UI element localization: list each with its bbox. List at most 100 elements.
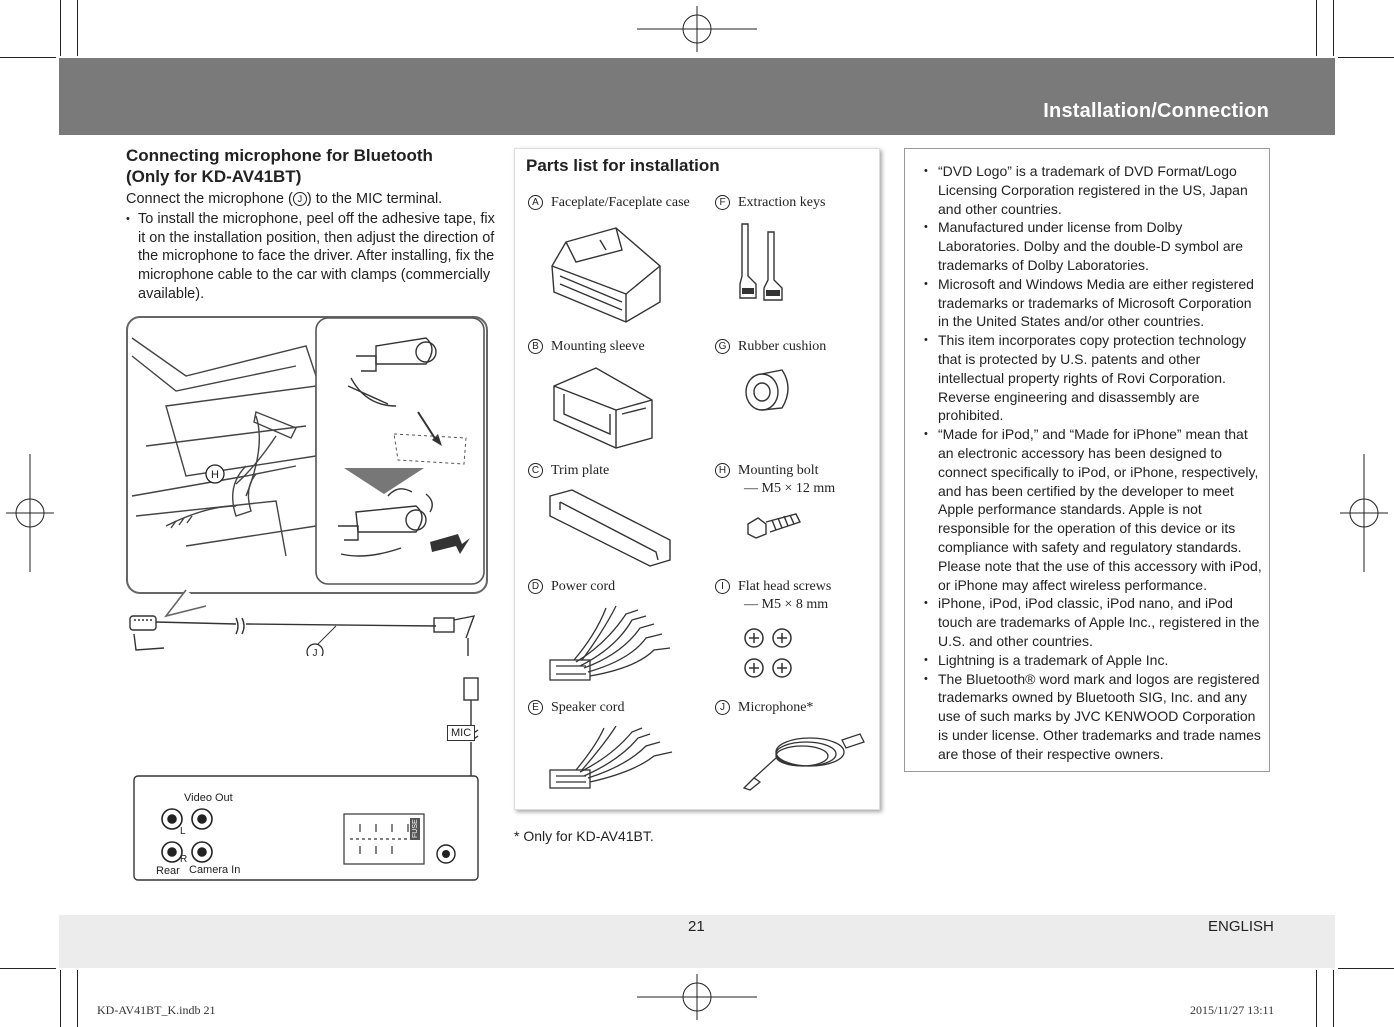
crop-mark [1316, 0, 1317, 56]
power-cord-illustration [549, 605, 671, 681]
part-spec: — M5 × 12 mm [744, 481, 836, 496]
mounting-bolt-illustration [747, 513, 801, 539]
l-label: L [180, 826, 186, 837]
part-letter: E [528, 700, 543, 715]
crop-mark [77, 970, 78, 1027]
intro-before: Connect the microphone ( [126, 191, 293, 207]
part-letter: C [528, 463, 543, 478]
microphone-drawing [347, 337, 437, 407]
install-instructions: To install the microphone, peel off the … [126, 210, 498, 304]
trim-plate-illustration [549, 489, 671, 567]
svg-text:H: H [211, 469, 219, 481]
crop-mark [0, 968, 56, 969]
crop-mark [1333, 0, 1334, 56]
rubber-cushion-illustration [745, 369, 789, 411]
faceplate-case-illustration [551, 227, 661, 323]
parts-list-title: Parts list for installation [526, 156, 720, 175]
car-interior-drawing [131, 337, 317, 557]
unit-rear-panel: Video Out L R Rear Camera In FUSE [133, 677, 479, 881]
crop-mark [1316, 970, 1317, 1027]
mic-mount-panel [315, 317, 485, 585]
print-slug-left: KD-AV41BT_K.indb 21 [97, 1003, 216, 1017]
part-letter: J [715, 700, 730, 715]
part-letter: B [528, 339, 543, 354]
fuse-label: FUSE [412, 819, 419, 838]
part-letter: A [528, 195, 543, 210]
extraction-keys-illustration [739, 223, 783, 301]
footer-band [59, 915, 1335, 968]
registration-mark-right-icon [1340, 454, 1388, 572]
svg-text:J: J [313, 648, 318, 656]
antenna-jack [436, 844, 456, 864]
intro-text: Connect the microphone (J) to the MIC te… [126, 190, 496, 209]
section-title-line1: Connecting microphone for Bluetooth [126, 146, 433, 165]
microphone-illustration [742, 733, 865, 791]
part-name: Microphone* [738, 700, 814, 715]
crop-mark [60, 0, 61, 56]
part-name: Flat head screws [738, 579, 832, 594]
note-item: “Made for iPod,” and “Made for iPhone” m… [920, 425, 1265, 594]
note-item: The Bluetooth® word mark and logos are r… [920, 670, 1265, 764]
part-item: I Flat head screws— M5 × 8 mm [715, 578, 831, 614]
part-letter: H [715, 463, 730, 478]
r-label: R [180, 854, 187, 865]
registration-mark-top-icon [637, 6, 757, 52]
rca-jack-video-out [161, 808, 213, 863]
note-item: Microsoft and Windows Media are either r… [920, 275, 1265, 331]
video-out-label: Video Out [184, 792, 233, 804]
part-item: C Trim plate [528, 462, 609, 480]
letter-j-badge: J [292, 192, 307, 206]
intro-after: ) to the MIC terminal. [306, 191, 443, 207]
part-spec: — M5 × 8 mm [744, 597, 829, 612]
callout-h-badge: H [205, 464, 225, 484]
parts-footnote: * Only for KD-AV41BT. [514, 828, 654, 844]
part-name: Mounting bolt [738, 463, 819, 478]
part-name: Speaker cord [551, 700, 625, 715]
step-triangle-icon [344, 468, 424, 494]
crop-mark [77, 0, 78, 56]
crop-mark [1333, 970, 1334, 1027]
trademark-notes-list: “DVD Logo” is a trademark of DVD Format/… [920, 162, 1265, 764]
part-item: G Rubber cushion [715, 338, 826, 356]
trademark-notes-box [904, 148, 1270, 772]
camera-in-label: Camera In [189, 864, 240, 876]
part-name: Extraction keys [738, 195, 826, 210]
speaker-cord-illustration [549, 726, 673, 789]
part-item: J Microphone* [715, 699, 813, 717]
part-item: D Power cord [528, 578, 615, 596]
rear-label: Rear [156, 865, 180, 877]
part-name: Rubber cushion [738, 339, 827, 354]
note-item: This item incorporates copy protection t… [920, 331, 1265, 425]
part-name: Mounting sleeve [551, 339, 645, 354]
parts-list-box [514, 148, 880, 810]
page-number: 21 [688, 918, 705, 935]
part-item: H Mounting bolt — M5 × 12 mm [715, 462, 835, 498]
crop-mark [0, 57, 56, 58]
part-letter: D [528, 579, 543, 594]
arrow-down-icon [417, 411, 437, 441]
registration-mark-bottom-icon [637, 974, 757, 1020]
registration-mark-left-icon [6, 454, 54, 572]
part-name: Faceplate/Faceplate case [551, 195, 690, 210]
note-item: Lightning is a trademark of Apple Inc. [920, 651, 1265, 670]
dashed-mount-area [393, 433, 467, 465]
part-name: Trim plate [551, 463, 610, 478]
part-item: F Extraction keys [715, 194, 825, 212]
install-diagram-illustration: H J [129, 317, 485, 656]
arrow-right-icon [430, 534, 470, 554]
mic-label: MIC [447, 725, 476, 741]
note-item: iPhone, iPod, iPod classic, iPod nano, a… [920, 594, 1265, 650]
note-item: Manufactured under license from Dolby La… [920, 218, 1265, 274]
flat-head-screws-illustration [744, 628, 792, 678]
page-header-title: Installation/Connection [1043, 100, 1269, 122]
header-band [59, 58, 1335, 135]
crop-mark [1338, 57, 1394, 58]
part-letter: F [715, 195, 730, 210]
microphone-cable-drawing [129, 615, 476, 656]
microphone-rotate-drawing [338, 488, 433, 557]
install-bullet: To install the microphone, peel off the … [126, 210, 498, 304]
part-item: B Mounting sleeve [528, 338, 645, 356]
section-title-line2: (Only for KD-AV41BT) [126, 167, 302, 186]
callout-j-badge: J [306, 643, 324, 656]
mounting-sleeve-illustration [553, 367, 653, 449]
